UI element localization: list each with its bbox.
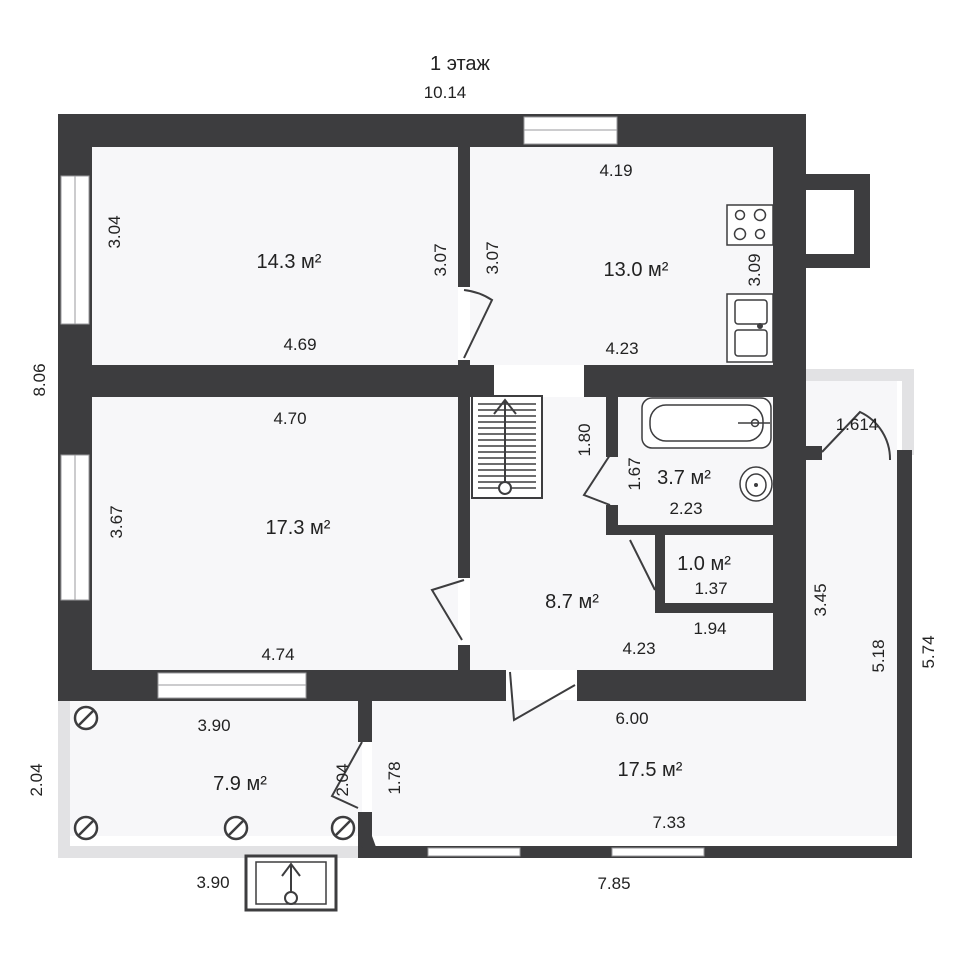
dim-bathroom-height: 1.67 [625,457,644,490]
porch-arrow-head [281,862,301,877]
dim-right-outer: 5.74 [919,635,938,668]
chimney [806,174,870,268]
door-bathroom [582,454,611,506]
dim-hall-stair: 1.80 [575,423,594,456]
wall-terrace-right [897,450,912,858]
door-bedroom2 [430,579,465,641]
area-hall: 8.7 м² [545,591,599,613]
staircase [471,395,543,499]
dim-overall-width: 10.14 [424,83,467,102]
stair-frame [471,395,543,499]
kitchen-sink-icon [726,293,774,363]
wall-outer-right [773,114,806,701]
dim-bedroom2-left: 3.67 [107,505,126,538]
stove-icon [726,204,774,246]
floor-bedroom2 [92,397,458,670]
dim-bedroom1-right: 3.07 [431,243,450,276]
dim-veranda-width: 3.90 [197,716,230,735]
wall-center-vertical-mid [458,360,470,578]
wall-outer-top [58,114,806,147]
wall-entrance-stub [806,446,822,460]
window-terrace-bottom-2 [611,847,705,857]
wall-bathroom-left [606,397,618,457]
dim-hall-bottom: 4.23 [622,639,655,658]
area-bedroom2: 17.3 м² [266,517,331,539]
dim-right-inner: 5.18 [869,639,888,672]
column-icon [73,815,99,841]
column-icon [223,815,249,841]
area-bedroom1: 14.3 м² [257,251,322,273]
wall-terrace-divider [358,700,372,742]
wall-terrace-corner [358,836,380,858]
door-entrance [821,410,892,461]
dim-terrace-left: 1.78 [385,761,404,794]
dim-veranda-height: 2.04 [333,763,352,796]
column-icon [73,705,99,731]
veranda-outline-left [58,700,70,858]
wall-bathroom-bottom [606,525,773,535]
wall-bottom-right [577,670,806,701]
veranda-columns [73,705,356,841]
dim-kitchen-top: 4.19 [599,161,632,180]
porch-steps [244,854,338,912]
washbasin-icon [739,466,773,502]
area-bathroom: 3.7 м² [657,467,711,489]
dim-veranda-side: 2.04 [27,763,46,796]
window-mullions [74,129,617,686]
floor-kitchen [470,147,773,365]
dim-toilet-width: 1.37 [694,579,727,598]
window-terrace-bottom-1 [427,847,521,857]
dim-kitchen-bottom: 4.23 [605,339,638,358]
stair-treads [478,403,536,489]
terrace-outline-top [805,369,914,381]
floor-terrace [372,700,897,836]
wall-horizontal-left [58,365,494,397]
wall-center-vertical-low [458,645,470,670]
floor-terrace-side [805,380,897,720]
area-terrace: 17.5 м² [618,759,683,781]
dim-entrance-width: 1.614 [836,415,879,434]
dim-bottom-total: 7.85 [597,874,630,893]
walls [58,114,912,858]
dim-kitchen-right: 3.09 [745,253,764,286]
door-hall-bottom [509,671,576,722]
dim-kitchen-left: 3.07 [483,241,502,274]
area-kitchen: 13.0 м² [604,259,669,281]
wall-center-vertical [458,147,470,287]
dim-bedroom2-top: 4.70 [273,409,306,428]
floor-bedroom1 [92,147,458,365]
dim-bathroom-width: 2.23 [669,499,702,518]
dim-terrace-top: 6.00 [615,709,648,728]
floor-title: 1 этаж [430,53,491,75]
dim-bedroom2-bottom: 4.74 [261,645,294,664]
porch-marker [284,891,298,905]
stair-arrow-head [493,398,517,415]
area-veranda: 7.9 м² [213,773,267,795]
column-icon [330,815,356,841]
dim-overall-depth: 8.06 [30,363,49,396]
doors [330,289,892,809]
dim-bedroom1-left: 3.04 [105,215,124,248]
door-veranda [330,741,363,809]
dim-hall-partition: 1.94 [693,619,726,638]
dim-terrace-bottom: 7.33 [652,813,685,832]
dim-hall-right: 3.45 [811,583,830,616]
wall-toilet-bottom [655,603,773,613]
stair-start-marker [498,481,512,495]
bathtub-icon [641,397,772,449]
door-toilet [629,539,656,591]
floor-veranda [70,700,362,836]
door-bedroom1 [463,289,494,359]
terrace-outline-right [902,369,914,455]
dim-bedroom1-width: 4.69 [283,335,316,354]
wall-toilet-left [655,535,665,605]
dim-porch-width: 3.90 [196,873,229,892]
area-toilet: 1.0 м² [677,553,731,575]
wall-horizontal-right [584,365,806,397]
